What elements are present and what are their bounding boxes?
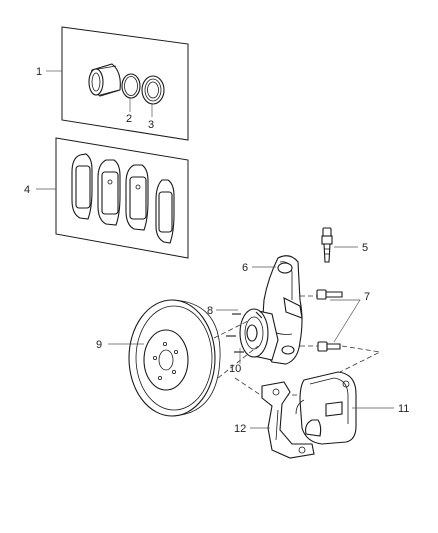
callout-12: 12: [234, 423, 246, 435]
upper-bolt-part: [316, 289, 343, 300]
callout-2: 2: [126, 113, 132, 125]
hub-bearing-part: [239, 308, 279, 361]
callout-7: 7: [364, 291, 370, 303]
seal-ring-part: [121, 73, 141, 99]
callout-11: 11: [398, 403, 409, 415]
caliper-adapter-part: [261, 381, 315, 459]
boot-part: [141, 75, 165, 105]
pad-4: [155, 179, 175, 244]
stud-4: [255, 311, 263, 319]
assembly-dashed-lines: [213, 295, 382, 397]
callout-9: 9: [96, 339, 102, 351]
seal-kit-panel: [61, 26, 189, 141]
callout-6: 6: [242, 262, 248, 274]
pad-2: [97, 159, 121, 226]
bleeder-screw-part: [321, 227, 333, 263]
callout-10: 10: [229, 363, 241, 375]
brake-pad-panel: [55, 137, 189, 259]
callout-3: 3: [148, 119, 154, 131]
callout-5: 5: [362, 242, 368, 254]
callout-4: 4: [24, 184, 30, 196]
pad-3: [125, 164, 149, 231]
lower-bolt-part: [317, 341, 341, 352]
pad-1: [71, 153, 93, 220]
callout-1: 1: [36, 66, 42, 78]
leader-7: [330, 299, 361, 343]
brake-caliper-part: [295, 371, 357, 445]
brake-rotor-part: [128, 299, 221, 417]
wheel-studs: [226, 311, 263, 353]
callout-8: 8: [207, 305, 213, 317]
piston-part: [88, 63, 121, 97]
